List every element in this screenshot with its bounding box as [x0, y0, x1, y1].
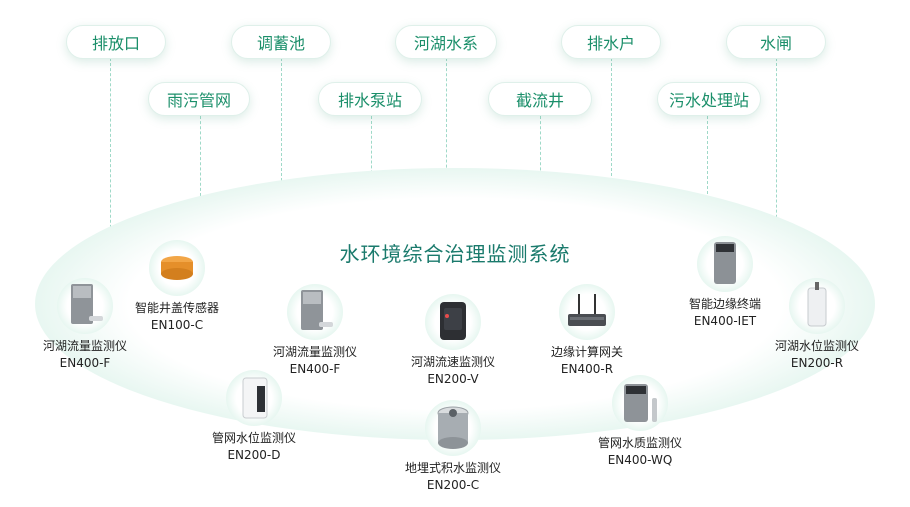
flow-meter-icon: [287, 284, 343, 340]
tag-storage-tank: 调蓄池: [231, 25, 331, 59]
device-water-quality-meter: 管网水质监测仪 EN400-WQ: [580, 375, 700, 469]
device-model: EN200-V: [427, 372, 479, 386]
tag-interception-well: 截流井: [488, 82, 592, 116]
device-model: EN100-C: [150, 318, 204, 332]
water-quality-meter-icon: [612, 375, 668, 431]
device-model: EN400-F: [59, 356, 111, 370]
flow-meter-icon: [57, 278, 113, 334]
device-name: 河湖流速监测仪: [410, 355, 495, 369]
device-model: EN200-D: [227, 448, 281, 462]
device-name: 智能边缘终端: [688, 297, 761, 311]
device-name: 管网水位监测仪: [211, 431, 296, 445]
tag-river-lake-system: 河湖水系: [395, 25, 497, 59]
level-meter-icon: [789, 278, 845, 334]
connector-line: [371, 116, 372, 198]
gateway-icon: [559, 284, 615, 340]
device-river-velocity-meter: 河湖流速监测仪 EN200-V: [393, 294, 513, 388]
tag-outfall: 排放口: [66, 25, 166, 59]
device-river-flow-meter-1: 河湖流量监测仪 EN400-F: [30, 278, 140, 372]
device-edge-gateway: 边缘计算网关 EN400-R: [532, 284, 642, 378]
edge-terminal-icon: [697, 236, 753, 292]
pipe-level-meter-icon: [226, 370, 282, 426]
device-edge-terminal: 智能边缘终端 EN400-IET: [670, 236, 780, 330]
connector-line: [707, 116, 708, 204]
device-model: EN200-C: [426, 478, 480, 492]
connector-line: [446, 58, 447, 193]
device-pipe-level-meter: 管网水位监测仪 EN200-D: [199, 370, 309, 464]
device-river-flow-meter-2: 河湖流量监测仪 EN400-F: [260, 284, 370, 378]
device-name: 地埋式积水监测仪: [404, 461, 501, 475]
device-name: 管网水质监测仪: [597, 436, 682, 450]
device-name: 河湖流量监测仪: [272, 345, 357, 359]
connector-line: [200, 116, 201, 196]
tag-sewage-plant: 污水处理站: [657, 82, 761, 116]
buried-water-sensor-icon: [425, 400, 481, 456]
device-name: 智能井盖传感器: [134, 301, 219, 315]
device-model: EN400-R: [560, 362, 614, 376]
velocity-meter-icon: [425, 294, 481, 350]
device-manhole-sensor: 智能井盖传感器 EN100-C: [122, 240, 232, 334]
connector-line: [281, 58, 282, 216]
tag-drainage-user: 排水户: [561, 25, 661, 59]
connector-line: [611, 58, 612, 216]
system-title: 水环境综合治理监测系统: [339, 242, 571, 266]
connector-line: [110, 58, 111, 243]
tag-sluice-gate: 水闸: [726, 25, 826, 59]
device-buried-water-sensor: 地埋式积水监测仪 EN200-C: [388, 400, 518, 494]
device-model: EN400-IET: [693, 314, 757, 328]
connector-line: [540, 116, 541, 196]
manhole-sensor-icon: [149, 240, 205, 296]
device-model: EN400-WQ: [607, 453, 673, 467]
connector-line: [776, 58, 777, 243]
tag-storm-sewer-network: 雨污管网: [148, 82, 250, 116]
device-model: EN200-R: [790, 356, 844, 370]
device-name: 河湖流量监测仪: [42, 339, 127, 353]
device-name: 边缘计算网关: [550, 345, 623, 359]
device-model: EN400-F: [289, 362, 341, 376]
device-river-level-meter: 河湖水位监测仪 EN200-R: [762, 278, 872, 372]
tag-pump-station: 排水泵站: [318, 82, 422, 116]
device-name: 河湖水位监测仪: [774, 339, 859, 353]
